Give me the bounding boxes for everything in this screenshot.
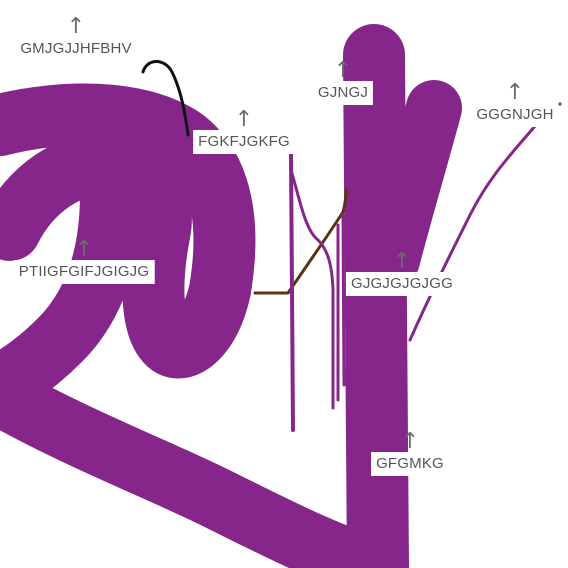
arrow-up-icon: ↑ (66, 14, 86, 39)
label-ptiigfgifjgigjg[interactable]: ↑ PTIIGFGIFJGIGJG (13, 237, 155, 284)
arrow-up-icon: ↑ (74, 237, 94, 262)
black-curl-stroke (141, 60, 190, 137)
purple-dot (558, 102, 562, 106)
label-gmjgjjhfbhv[interactable]: ↑ GMJGJJHFBHV (15, 14, 137, 61)
label-text: GGGNJGH (471, 103, 559, 127)
label-text: FGKFJGKFG (193, 130, 295, 154)
label-text: GJGJGJGJGG (345, 272, 459, 296)
label-text: GJNGJ (312, 81, 374, 105)
label-text: PTIIGFGIFJGIGJG (13, 260, 155, 284)
arrow-up-icon: ↑ (392, 249, 412, 274)
thin-strokes (141, 60, 562, 432)
brush-stroke-left-diagonal (0, 139, 142, 416)
thin-purple-vertical-3 (341, 213, 346, 387)
thin-purple-vertical-1 (289, 153, 295, 432)
arrow-up-icon: ↑ (400, 429, 420, 454)
arrow-up-icon: ↑ (333, 58, 353, 83)
brush-stroke-right-diagonal (364, 80, 462, 288)
thin-purple-right-line (408, 124, 537, 342)
label-gggnjgh[interactable]: ↑ GGGNJGH (471, 80, 559, 127)
arrow-up-icon: ↑ (234, 107, 254, 132)
label-text: GMJGJJHFBHV (15, 37, 137, 61)
label-gjngj[interactable]: ↑ GJNGJ (312, 58, 374, 105)
brown-line-stroke (253, 188, 348, 295)
brush-stroke-tall-vertical (343, 24, 409, 568)
label-gfgmkg[interactable]: ↑ GFGMKG (371, 429, 449, 476)
label-text: GFGMKG (371, 452, 449, 476)
thick-strokes (0, 24, 462, 568)
label-gjgjgjgjgg[interactable]: ↑ GJGJGJGJGG (345, 249, 459, 296)
thin-purple-zigzag (289, 168, 335, 410)
brush-stroke-bottom-diagonal (0, 364, 406, 568)
label-fgkfjgkfg[interactable]: ↑ FGKFJGKFG (193, 107, 295, 154)
arrow-up-icon: ↑ (505, 80, 525, 105)
